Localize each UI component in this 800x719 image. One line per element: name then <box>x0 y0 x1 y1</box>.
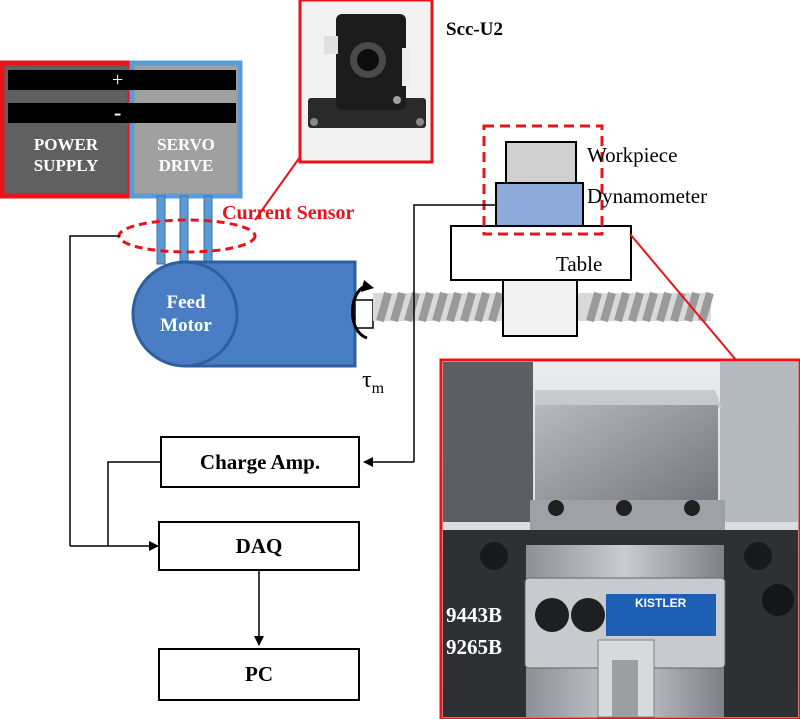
kistler-model-line2: 9265B <box>446 635 503 659</box>
sensor-callout-line <box>254 149 306 221</box>
daq-block: DAQ <box>158 521 360 571</box>
servo-drive-label-line1: SERVO <box>157 135 215 154</box>
servo-drive-panel <box>124 60 243 199</box>
plus-symbol: + <box>112 69 124 91</box>
kistler-brand: KISTLER <box>635 596 687 610</box>
servo-drive-label: SERVO DRIVE <box>134 134 238 176</box>
pc-block: PC <box>158 648 360 701</box>
power-supply-panel <box>0 60 133 199</box>
current-sensor-label: Current Sensor <box>222 202 355 224</box>
machine-stage <box>450 124 632 337</box>
power-supply-label: POWER SUPPLY <box>6 134 126 176</box>
table-label: Table <box>556 252 603 276</box>
power-supply-label-line2: SUPPLY <box>33 156 99 175</box>
workpiece-label: Workpiece <box>587 143 678 167</box>
torque-arrow <box>351 284 368 340</box>
feed-motor-label-line1: Feed <box>166 292 206 313</box>
minus-symbol: - <box>114 100 122 125</box>
power-supply-label-line1: POWER <box>33 135 99 154</box>
charge-amp-block: Charge Amp. <box>160 436 360 488</box>
dynamometer-callout-line <box>629 233 737 361</box>
torque-subscript: m <box>371 380 385 397</box>
sensor-photo <box>298 0 434 164</box>
kistler-photo <box>439 358 800 719</box>
motor-cables <box>156 195 213 265</box>
signal-wires <box>69 204 496 646</box>
feed-motor <box>131 260 374 368</box>
dynamometer-label: Dynamometer <box>587 184 708 208</box>
sensor-photo-caption: Scc-U2 <box>446 19 503 40</box>
feed-motor-label-line2: Motor <box>160 315 212 336</box>
servo-drive-label-line2: DRIVE <box>158 156 214 175</box>
torque-label: τm <box>362 367 384 397</box>
kistler-model-line1: 9443B <box>446 603 503 627</box>
feed-motor-label: Feed Motor <box>140 291 232 337</box>
torque-symbol: τ <box>362 367 372 393</box>
